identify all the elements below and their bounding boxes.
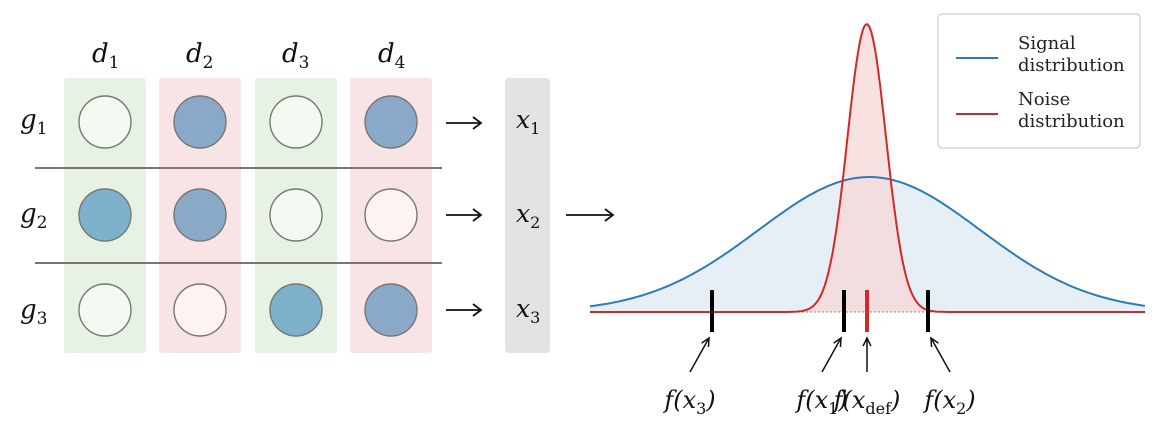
cell-g2-d2 [173,188,227,242]
signal-distribution-curve [589,176,1146,308]
cell-g3-d2 [173,283,227,337]
column-headers: d1 d2 d3 d4 [92,39,405,73]
cell-g1-d2 [173,95,227,149]
output-label-x2: x2 [516,199,540,232]
arrow-right-icon [446,116,483,130]
cell-g2-d1 [78,188,132,242]
marker-arrow-icon [862,336,872,372]
score-markers: f(x3) f(x1)f(xdef) f(x2) [662,290,976,418]
cell-g3-d4 [364,283,418,337]
row-label-g1: g1 [20,105,47,139]
cell-g2-d4 [364,188,418,242]
row-labels: g1 g2 g3 [20,105,47,329]
cell-g3-d3 [269,283,323,337]
arrow-right-icon [446,303,483,317]
cell-grid [78,95,418,337]
column-header-d1: d1 [92,39,119,73]
column-header-d3: d3 [282,39,309,73]
distribution-plot: f(x3) f(x1)f(xdef) f(x2) [589,23,1146,418]
cell-g1-d3 [269,95,323,149]
marker-label: f(x2) [922,386,975,418]
column-header-d2: d2 [186,39,213,73]
output-label-x1: x1 [516,105,540,138]
marker-arrow-icon [821,336,842,373]
column-header-d4: d4 [378,39,405,73]
row-label-g3: g3 [20,295,47,329]
row-label-g2: g2 [20,199,47,233]
noise-distribution-area [590,24,1145,312]
marker-label: f(x3) [662,386,715,418]
marker-arrow-icon [930,336,951,373]
output-column-strip [505,78,550,353]
arrow-right-icon [446,208,483,222]
output-labels: x1 x2 x3 [516,105,540,327]
cell-g3-d1 [78,283,132,337]
noise-distribution-curve [590,23,1145,313]
output-label-x3: x3 [516,294,540,327]
row-arrows [446,116,483,317]
cell-g1-d1 [78,95,132,149]
cell-g1-d4 [364,95,418,149]
marker-label: f(x1) [794,386,847,418]
cell-g2-d3 [269,188,323,242]
marker-arrow-icon [689,336,710,373]
arrow-to-plot-icon [566,208,615,222]
marker-label: f(xdef) [832,386,901,418]
